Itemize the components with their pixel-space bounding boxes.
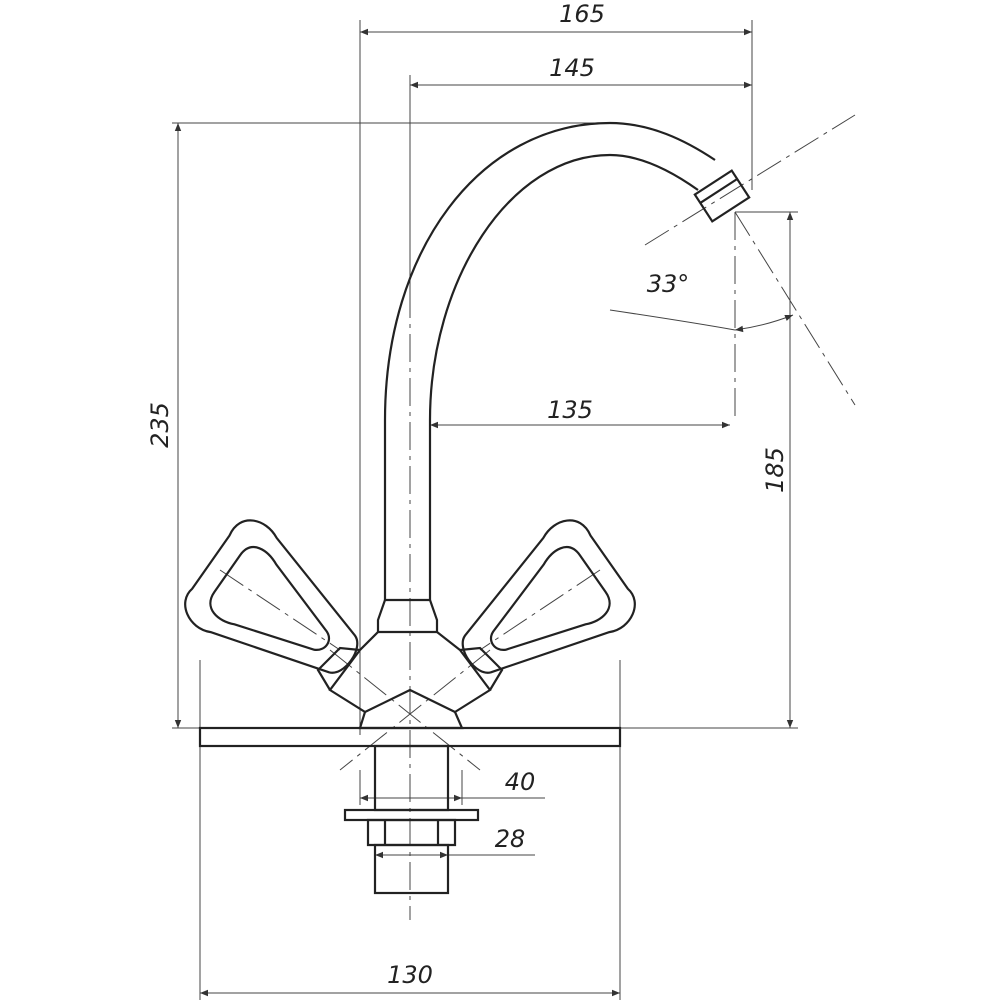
dim-total-height: 235 [146,402,174,448]
dim-base-width: 130 [387,961,433,989]
dim-spout-reach: 145 [549,54,595,82]
right-handle [461,519,636,674]
washer [343,808,480,822]
mounting-stem [373,744,450,812]
dim-spout-height: 185 [761,447,789,493]
nut [366,818,457,847]
center-lines [219,114,856,920]
dim-spout-inner-reach: 135 [547,396,593,424]
nozzle [693,169,751,223]
extension-lines [172,20,798,1000]
dim-overall-reach: 165 [559,0,605,28]
spout-collar [376,598,439,634]
dim-thread-diameter: 28 [495,825,526,853]
dim-spout-angle: 33° [647,270,690,298]
spout [383,121,716,600]
dimension-lines [174,28,794,997]
faucet-body [184,121,751,895]
left-handle [184,519,359,674]
thread-stem [373,843,450,895]
dim-body-diameter: 40 [505,768,536,796]
